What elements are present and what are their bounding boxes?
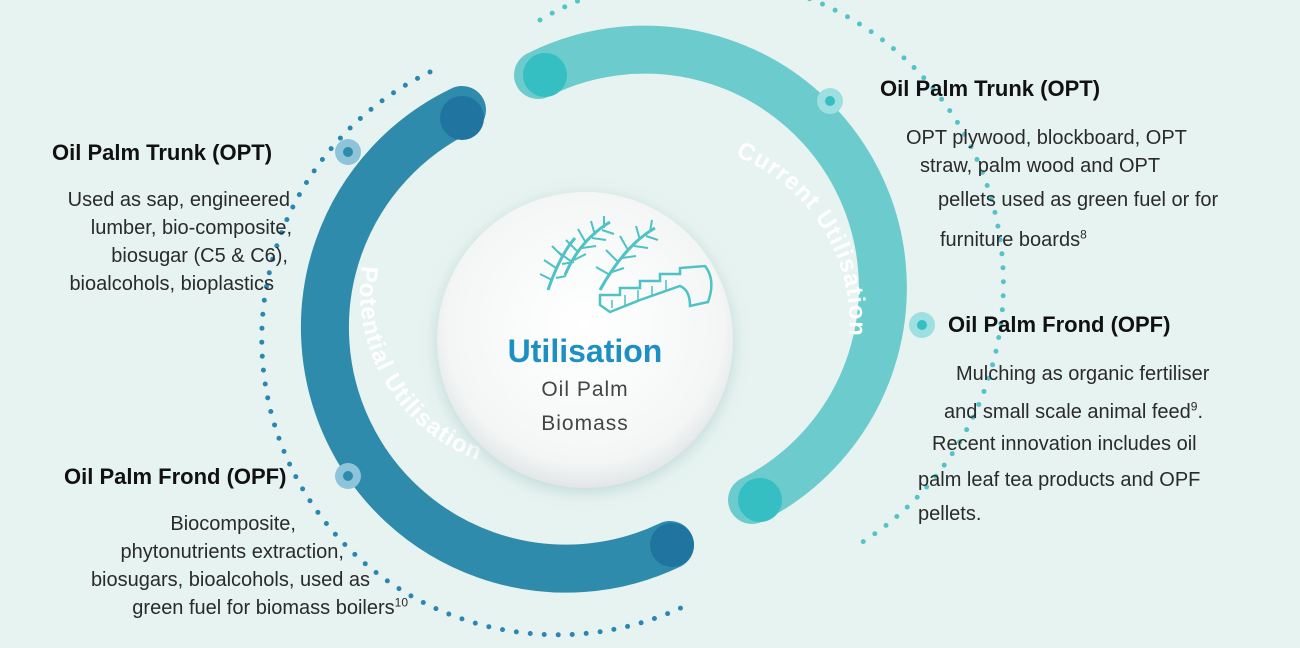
left-opf-heading: Oil Palm Frond (OPF) [64,464,287,489]
left-opt-heading: Oil Palm Trunk (OPT) [52,140,273,165]
right-opt-heading: Oil Palm Trunk (OPT) [880,76,1101,101]
right-opt-line: straw, palm wood and OPT [920,155,1161,177]
potential-utilisation-arc [300,86,694,593]
right-opf-line: Recent innovation includes oil [932,433,1197,455]
right-opt-line: OPT plywood, blockboard, OPT [906,127,1187,149]
right-opt-line: pellets used as green fuel or for [938,189,1219,211]
left-opf-line: phytonutrients extraction, [120,541,344,563]
left-opf-line-4: green fuel for biomass boilers10 [132,595,408,619]
arc-endcap [738,478,782,522]
left-opt-line: Used as sap, engineered [67,189,290,211]
right-opf-line: palm leaf tea products and OPF [918,469,1201,491]
center-subtitle-line1: Oil Palm [541,378,628,401]
oil-palm-frond-icon [539,216,713,314]
current-utilisation-arc [514,25,907,524]
left-opf-line: biosugars, bioalcohols, used as [90,569,370,591]
right-opf-line: pellets. [918,503,982,525]
right-opt-line-4: furniture boards8 [940,227,1087,251]
arc-endcap [523,53,567,97]
arc-endcap [650,523,694,567]
center-disc [437,192,733,488]
center-title: Utilisation [508,333,663,369]
left-opt-line: bioalcohols, bioplastics [69,273,274,295]
right-opf-line: Mulching as organic fertiliser [956,363,1210,385]
right-opf-heading: Oil Palm Frond (OPF) [948,312,1171,337]
center-subtitle-line2: Biomass [541,412,629,435]
left-opf-line: Biocomposite, [170,513,296,535]
dotted-outer-ring [259,0,1006,638]
right-opf-line-2: and small scale animal feed9. [944,399,1204,423]
left-opt-line: biosugar (C5 & C6), [111,245,288,267]
label-markers [335,88,935,489]
left-opt-line: lumber, bio-composite, [90,217,292,239]
arc-endcap [440,96,484,140]
